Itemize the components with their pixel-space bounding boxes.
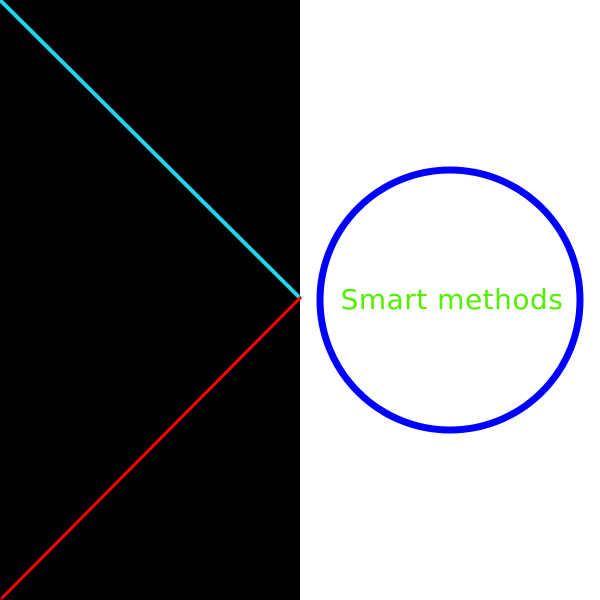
lower-diagonal-line <box>0 296 302 600</box>
blue-circle <box>316 166 584 434</box>
circle-label: Smart methods <box>341 283 564 316</box>
upper-diagonal-line <box>0 0 302 300</box>
left-black-panel <box>0 0 300 600</box>
